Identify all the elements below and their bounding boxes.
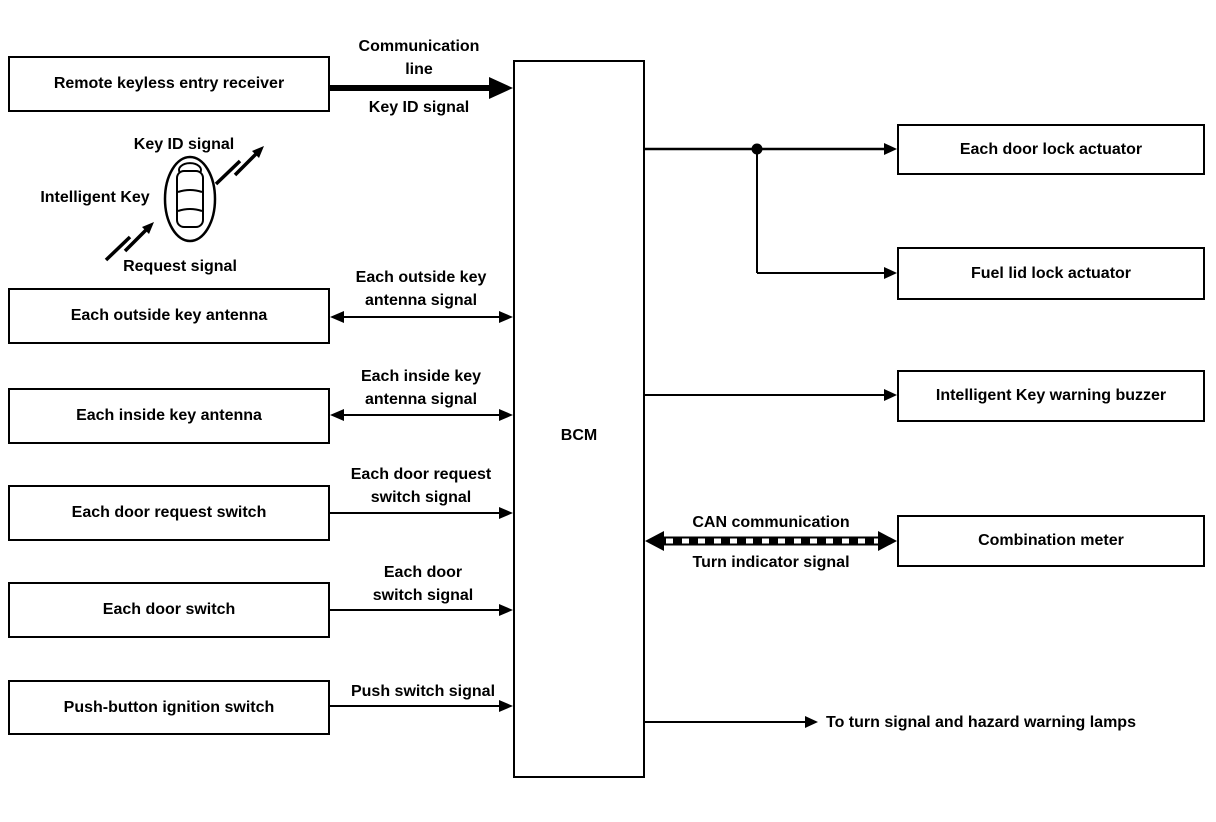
door-lock-branch-arrow	[645, 143, 897, 279]
box-each-door-request-switch: Each door request switch	[8, 485, 330, 541]
label-door-request-line-1: Each door request	[350, 466, 492, 483]
label-push-switch-text: Push switch signal	[350, 683, 496, 700]
label-inside-antenna-line-1: Each inside key	[360, 368, 482, 385]
label-to-turn-lamps: To turn signal and hazard warning lamps	[826, 711, 1136, 734]
communication-line-arrow	[330, 77, 513, 99]
label-outside-antenna-line-2: antenna signal	[364, 292, 478, 309]
label-to-turn-lamps-text: To turn signal and hazard warning lamps	[826, 714, 1136, 731]
box-fuel-lid-lock-actuator: Fuel lid lock actuator	[897, 247, 1205, 300]
key-id-signal-wave-icon	[214, 146, 264, 186]
label-outside-antenna-line-1: Each outside key	[355, 269, 487, 286]
label-intelligent-key: Intelligent Key	[40, 186, 149, 209]
turn-lamps-arrow	[645, 716, 818, 728]
label-door-switch-line-2: switch signal	[372, 587, 474, 604]
box-combination-meter: Combination meter	[897, 515, 1205, 567]
intelligent-key-icon	[163, 155, 217, 243]
box-each-outside-key-antenna: Each outside key antenna	[8, 288, 330, 344]
label-communication-line-2: line	[405, 61, 433, 78]
box-each-inside-key-antenna: Each inside key antenna	[8, 388, 330, 444]
label-communication-line: Communication line	[359, 35, 480, 81]
door-switch-arrow	[330, 604, 513, 616]
label-key-id-signal-fob: Key ID signal	[134, 133, 234, 156]
label-push-switch-signal: Push switch signal	[351, 680, 495, 703]
warning-buzzer-arrow	[645, 389, 897, 401]
box-intelligent-key-warning-buzzer: Intelligent Key warning buzzer	[897, 370, 1205, 422]
label-key-id-signal-comm-text: Key ID signal	[368, 99, 470, 116]
label-door-switch-signal: Each door switch signal	[373, 561, 473, 607]
box-bcm: BCM	[513, 60, 645, 778]
label-turn-indicator-text: Turn indicator signal	[692, 554, 850, 571]
label-inside-antenna-line-2: antenna signal	[364, 391, 478, 408]
box-each-door-switch: Each door switch	[8, 582, 330, 638]
label-communication-line-1: Communication	[358, 38, 480, 55]
label-can-communication: CAN communication	[692, 511, 849, 534]
label-request-signal: Request signal	[123, 255, 237, 278]
inside-antenna-arrow	[330, 409, 513, 421]
label-intelligent-key-text: Intelligent Key	[40, 189, 150, 206]
label-inside-antenna-signal: Each inside key antenna signal	[361, 365, 481, 411]
request-signal-wave-icon	[104, 222, 154, 262]
bcm-label: BCM	[560, 427, 598, 444]
label-key-id-signal-fob-text: Key ID signal	[133, 136, 235, 153]
label-outside-antenna-signal: Each outside key antenna signal	[356, 266, 487, 312]
can-communication-arrow	[645, 531, 897, 551]
box-each-door-lock-actuator: Each door lock actuator	[897, 124, 1205, 175]
label-key-id-signal-comm: Key ID signal	[369, 96, 469, 119]
label-door-request-line-2: switch signal	[370, 489, 472, 506]
label-can-communication-text: CAN communication	[692, 514, 850, 531]
label-request-signal-text: Request signal	[123, 258, 237, 275]
door-request-arrow	[330, 507, 513, 519]
outside-antenna-arrow	[330, 311, 513, 323]
label-door-switch-line-1: Each door	[383, 564, 463, 581]
box-remote-keyless-entry-receiver: Remote keyless entry receiver	[8, 56, 330, 112]
box-push-button-ignition-switch: Push-button ignition switch	[8, 680, 330, 735]
label-door-request-signal: Each door request switch signal	[351, 463, 491, 509]
label-turn-indicator-signal: Turn indicator signal	[692, 551, 849, 574]
push-switch-arrow	[330, 700, 513, 712]
